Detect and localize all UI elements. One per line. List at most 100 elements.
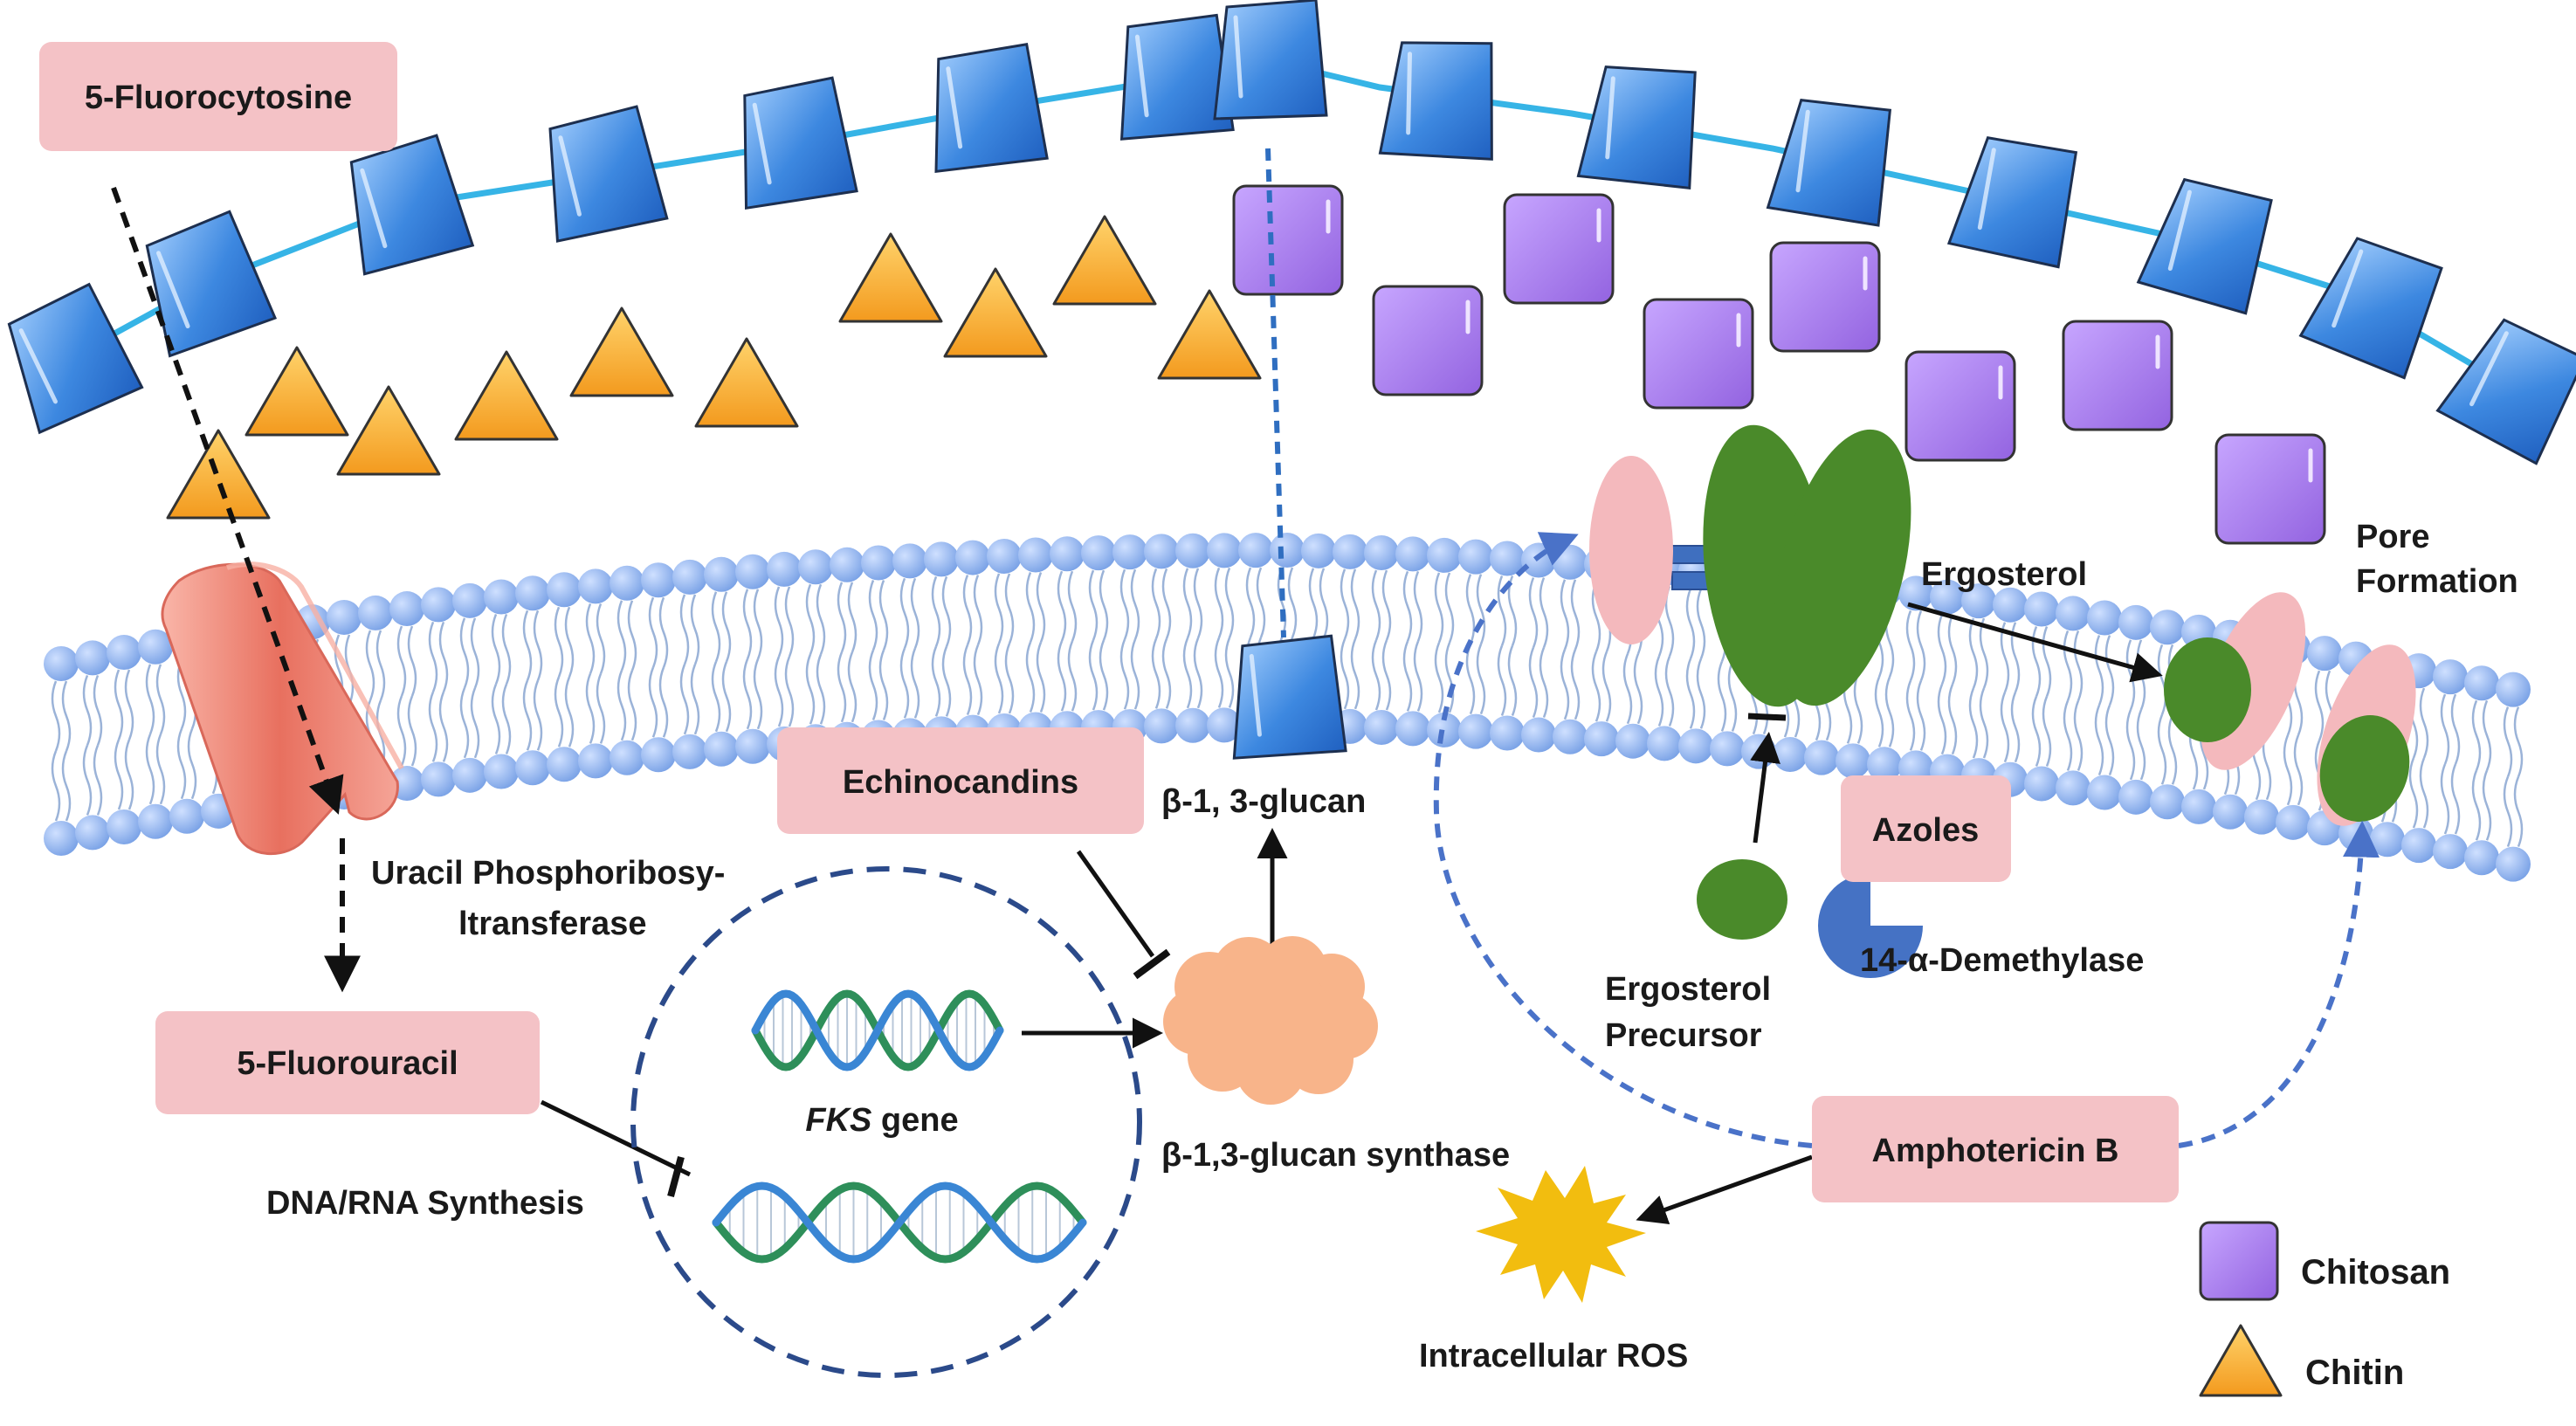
dna-rna-synthesis-label: DNA/RNA Synthesis <box>266 1185 584 1222</box>
lipid-head <box>1930 579 1965 615</box>
lipid-tail <box>1119 638 1140 710</box>
glucan-product-block <box>1230 636 1347 758</box>
lipid-head <box>1836 743 1870 779</box>
lipid-tail <box>1497 645 1518 716</box>
lipid-tail <box>365 630 386 701</box>
lipid-tail <box>82 744 103 816</box>
lipid-tail <box>1402 570 1423 642</box>
lipid-tail <box>2408 757 2429 829</box>
precursor-label-line2: Precursor <box>1605 1017 1762 1054</box>
lipid-tail <box>1560 649 1581 720</box>
lipid-head <box>2307 636 2342 672</box>
lipid-head <box>1867 747 1902 782</box>
lipid-tail <box>1025 572 1046 643</box>
lipid-head <box>1710 731 1745 767</box>
lipid-tail <box>2471 699 2492 771</box>
lipid-head <box>1081 535 1116 571</box>
ergosterol-to-pore-arrow <box>1907 602 2163 683</box>
uracil-label-line1: Uracil Phosphoribosy- <box>371 855 725 892</box>
chitin-triangles <box>166 215 1262 520</box>
lipid-head <box>1270 533 1305 568</box>
lipid-tail <box>1528 647 1549 719</box>
lipid-tail <box>2125 709 2146 781</box>
lipid-tail <box>616 600 637 672</box>
lipid-head <box>2087 775 2122 810</box>
lipid-tail <box>2125 639 2146 711</box>
lipid-tail <box>1277 567 1298 638</box>
lipid-tail <box>1654 655 1675 727</box>
glucan-label: β-1, 3-glucan <box>1161 783 1366 820</box>
lipid-tail <box>899 647 920 719</box>
lipid-head <box>1804 740 1839 775</box>
lipid-head <box>1553 719 1588 754</box>
lipid-head <box>1615 723 1650 759</box>
lipid-tail <box>1182 637 1203 709</box>
lipid-head <box>2024 591 2059 627</box>
amphotericin-to-ros-arrow <box>1636 1154 1813 1225</box>
lipid-head <box>138 803 173 839</box>
lipid-tail <box>1340 638 1360 710</box>
lipid-tail <box>145 734 166 805</box>
lipid-tail <box>837 582 858 653</box>
lipid-head <box>798 549 833 585</box>
lipid-tail <box>82 674 103 746</box>
lipid-head <box>2496 672 2531 707</box>
pore-label-line2: Formation <box>2356 563 2518 600</box>
lipid-head <box>1050 536 1085 572</box>
lipid-head <box>1207 707 1242 743</box>
lipid-tail <box>2031 626 2052 697</box>
lipid-tail <box>899 577 920 649</box>
lipid-tail <box>805 583 826 655</box>
echinocandins-box: Echinocandins <box>777 727 1144 834</box>
lipid-tail <box>459 687 480 759</box>
lipid-tail <box>2157 713 2178 785</box>
lipid-tail <box>396 625 417 697</box>
lipid-tail <box>648 596 669 668</box>
lipid-head <box>2181 789 2216 824</box>
lipid-head <box>2213 794 2248 830</box>
nucleus-circle <box>630 866 1142 1378</box>
lipid-tail <box>1245 567 1266 638</box>
lipid-head <box>672 734 707 769</box>
fluorocytosine-uptake-arrow <box>111 186 344 815</box>
lipid-tail <box>491 683 512 754</box>
lipid-tail <box>805 653 826 725</box>
lipid-tail <box>1371 569 1392 641</box>
demethylase-enzyme <box>1818 873 1923 978</box>
lipid-head <box>1458 539 1493 575</box>
lipid-head <box>861 545 896 581</box>
lipid-tail <box>2000 692 2021 763</box>
lipid-head <box>1741 734 1776 769</box>
lipid-tail <box>837 651 858 723</box>
lipid-head <box>389 591 424 627</box>
lipid-tail <box>774 656 795 727</box>
lipid-tail <box>1308 568 1329 639</box>
lipid-tail <box>491 613 512 685</box>
lipid-head <box>2150 784 2185 820</box>
fluorocytosine-box: 5-Fluorocytosine <box>39 42 397 151</box>
lipid-head <box>704 556 739 592</box>
pore-formation <box>2164 592 2416 826</box>
ergosterol-label: Ergosterol <box>1921 556 2087 593</box>
lipid-tail <box>962 644 983 716</box>
lipid-tail <box>2094 705 2115 776</box>
lipid-head <box>1553 544 1588 580</box>
svg-text:Chitin: Chitin <box>2305 1354 2404 1392</box>
azole-inhibition-bar <box>1747 713 1787 721</box>
legend-chitin: Chitin <box>2199 1324 2404 1397</box>
lipid-tail <box>994 643 1015 714</box>
lipid-head <box>610 740 644 775</box>
pore-label-line1: Pore <box>2356 519 2429 555</box>
amphotericin-box: Amphotericin B <box>1812 1096 2179 1202</box>
lipid-tail <box>1622 653 1643 725</box>
lipid-head <box>358 595 393 630</box>
precursor-label-line1: Ergosterol <box>1605 971 1771 1008</box>
lipid-tail <box>1057 640 1078 712</box>
glucan-export-line <box>1265 148 1286 638</box>
lipid-head <box>1993 587 2028 623</box>
lipid-head <box>987 538 1022 574</box>
lipid-tail <box>1214 567 1235 638</box>
legend-chitosan: Chitosan <box>2199 1221 2450 1301</box>
lipid-tail <box>774 586 795 658</box>
lipid-head <box>2464 840 2499 876</box>
